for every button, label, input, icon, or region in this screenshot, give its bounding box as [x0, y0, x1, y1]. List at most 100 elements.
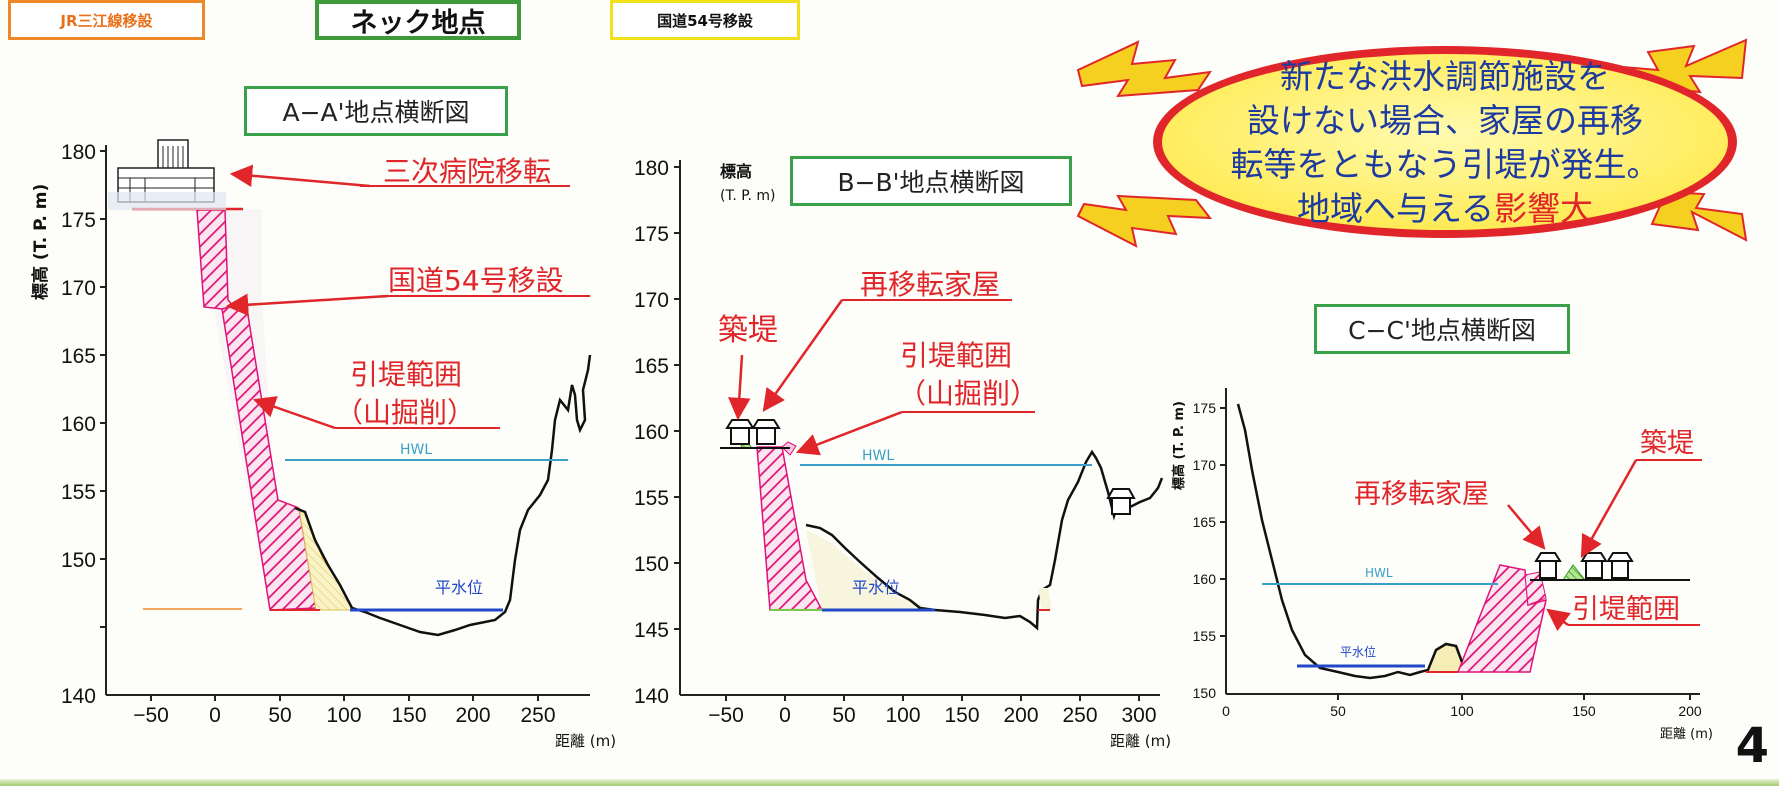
panel-c-xtick: 50 — [1330, 703, 1346, 719]
panel-b-xlabel: 距離 (m) — [1110, 732, 1171, 750]
panel-b-ytick: 160 — [634, 421, 669, 444]
callout-line-4-prefix: 地域へ与える — [1296, 189, 1494, 228]
panel-c-label-range: 引堤範囲 — [1572, 594, 1680, 625]
panel-b-ylabel: 標高 — [720, 162, 752, 181]
panel-b-ytick: 150 — [634, 553, 669, 576]
panel-b-title: B−B'地点横断図 — [790, 156, 1072, 206]
panel-a-xtick: 200 — [455, 704, 490, 727]
panel-c-ytick: 150 — [1193, 685, 1217, 701]
panel-b: 180 175 170 165 160 155 150 145 140 −50 … — [634, 157, 1171, 750]
panel-a-label-range-sub: （山掘削） — [335, 396, 475, 429]
panel-a-ticks — [100, 150, 539, 701]
panel-c-xtick: 200 — [1678, 703, 1702, 719]
house-icon — [725, 419, 1136, 515]
panel-c-levee — [1562, 564, 1587, 581]
panel-a-hwl-label: HWL — [400, 442, 432, 458]
panel-a-label-route54: 国道54号移設 — [388, 264, 564, 297]
panel-c-ytick: 175 — [1193, 400, 1217, 416]
panel-a-xtick: 0 — [209, 704, 221, 727]
house-icon — [1534, 552, 1634, 579]
panel-b-hatch-area — [756, 446, 824, 611]
panel-c-label-houses: 再移転家屋 — [1354, 479, 1489, 510]
callout-line-3: 転等をともなう引堤が発生。 — [1230, 145, 1660, 184]
panel-c-yellow-area — [1428, 643, 1470, 672]
panel-b-xtick: 100 — [885, 704, 920, 727]
panel-b-xtick: 200 — [1003, 704, 1038, 727]
tag-route54-relocation: 国道54号移設 — [610, 0, 800, 40]
panel-b-ytick: 155 — [634, 487, 669, 510]
panel-a-ylabel: 標高 (T. P. m) — [30, 184, 51, 300]
panel-c-xtick: 0 — [1222, 703, 1230, 719]
lightning-icon — [1076, 40, 1213, 98]
panel-b-ylabel-unit: (T. P. m) — [720, 188, 776, 204]
panel-b-ytick: 175 — [634, 223, 669, 246]
panel-b-xtick: 250 — [1062, 704, 1097, 727]
panel-b-label-range: 引堤範囲 — [900, 339, 1012, 372]
panel-a-label-hospital: 三次病院移転 — [383, 155, 551, 188]
panel-c-ylabel: 標高 (T. P. m) — [1171, 401, 1187, 490]
panel-c-ground-line — [1236, 403, 1464, 680]
panel-a-ytick: 155 — [61, 481, 96, 504]
callout-line-1: 新たな洪水調節施設を — [1280, 57, 1610, 96]
panel-b-xtick: 300 — [1121, 704, 1156, 727]
panel-b-ytick: 180 — [634, 157, 669, 180]
panel-c-xtick: 150 — [1572, 703, 1596, 719]
panel-a-ytick: 150 — [61, 549, 96, 572]
panel-a-hatch-lower — [221, 302, 317, 611]
panel-a-ytick: 170 — [61, 277, 96, 300]
panel-c-title: C−C'地点横断図 — [1314, 304, 1570, 354]
impact-callout — [1076, 38, 1748, 248]
page-number: 4 — [1735, 718, 1769, 774]
callout-line-2: 設けない場合、家屋の再移 — [1247, 101, 1643, 140]
panel-a-ytick: 175 — [61, 209, 96, 232]
panel-c-label-levee: 築堤 — [1640, 428, 1694, 459]
tag-jr-sanko-line-relocation: JR三江線移設 — [8, 0, 205, 40]
panel-b-xtick: 150 — [944, 704, 979, 727]
panel-b-hwl-label: HWL — [862, 448, 894, 464]
panel-c-ytick: 170 — [1193, 457, 1217, 473]
panel-c-hwl-label: HWL — [1365, 566, 1393, 580]
panel-c-ytick: 160 — [1193, 571, 1217, 587]
hospital-building-icon — [108, 139, 226, 210]
panel-b-ytick: 170 — [634, 289, 669, 312]
panel-c-ytick: 165 — [1193, 514, 1217, 530]
panel-a-ytick: 160 — [61, 413, 96, 436]
panel-b-yellow-area — [806, 530, 925, 610]
panel-a-xtick: 50 — [268, 704, 291, 727]
panel-b-ytick: 145 — [634, 619, 669, 642]
panel-a-title: A−A'地点横断図 — [244, 86, 508, 136]
panel-b-normal-level-label: 平水位 — [852, 578, 900, 597]
panel-a-label-range: 引堤範囲 — [350, 358, 462, 391]
panel-c-ytick: 155 — [1193, 628, 1217, 644]
panel-c-normal-level-label: 平水位 — [1340, 644, 1376, 659]
panel-a-xtick: 100 — [326, 704, 361, 727]
bottom-band — [0, 779, 1779, 786]
panel-c-xlabel: 距離 (m) — [1660, 727, 1713, 742]
panel-b-xtick: 50 — [832, 704, 855, 727]
panel-b-label-range-sub: （山掘削） — [898, 377, 1038, 410]
panel-b-label-houses: 再移転家屋 — [860, 268, 1000, 301]
callout-fill — [1162, 54, 1728, 230]
impact-callout-text: 新たな洪水調節施設を 設けない場合、家屋の再移 転等をともなう引堤が発生。 地域… — [1150, 48, 1740, 238]
panel-a-ytick: 180 — [61, 141, 96, 164]
panel-b-xtick: −50 — [708, 704, 744, 727]
panel-a-normal-level-label: 平水位 — [435, 578, 483, 597]
panel-c-xtick: 100 — [1450, 703, 1474, 719]
panel-a-xtick: 250 — [520, 704, 555, 727]
panel-a-xtick: 150 — [391, 704, 426, 727]
panel-a-ytick: 140 — [61, 685, 96, 708]
callout-line-4-emphasis: 影響大 — [1494, 189, 1593, 228]
panel-b-xtick: 0 — [779, 704, 791, 727]
panel-b-label-levee: 築堤 — [718, 313, 778, 348]
panel-b-ytick: 165 — [634, 355, 669, 378]
panel-b-ytick: 140 — [634, 685, 669, 708]
panel-a: 180 175 170 165 160 155 150 140 −50 0 50… — [30, 139, 616, 750]
panel-a-ytick: 165 — [61, 345, 96, 368]
panel-a-xtick: −50 — [133, 704, 169, 727]
tag-neck-point: ネック地点 — [315, 0, 521, 40]
callout-line-4: 地域へ与える影響大 — [1297, 187, 1593, 231]
panel-c: 175 170 165 160 155 150 0 50 100 150 200… — [1171, 388, 1713, 742]
lightning-icon — [1076, 194, 1213, 248]
panel-a-xlabel: 距離 (m) — [555, 732, 616, 750]
